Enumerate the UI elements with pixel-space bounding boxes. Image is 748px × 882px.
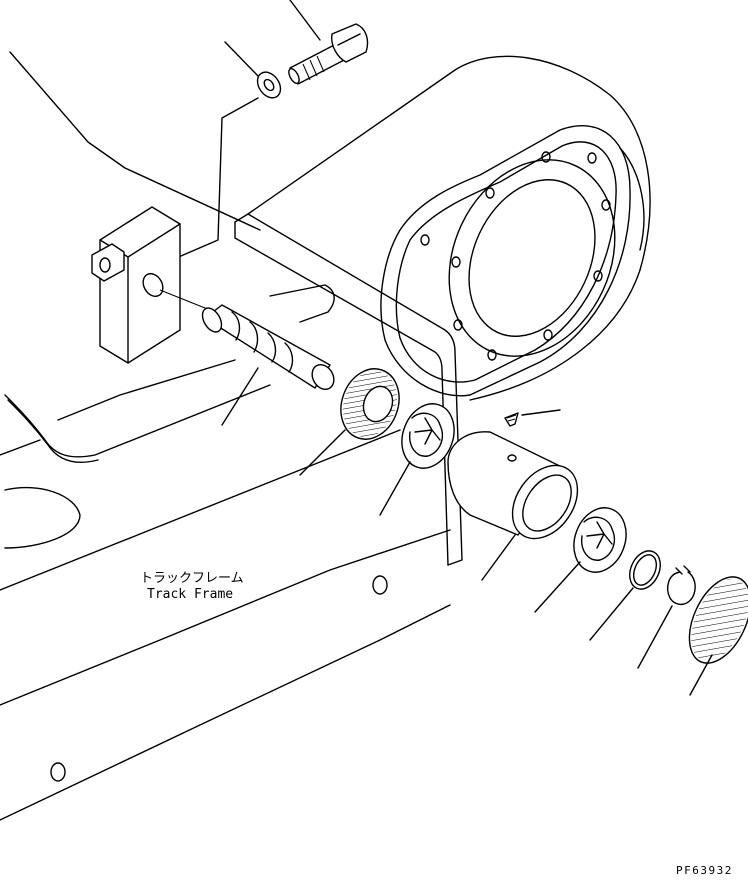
washer-leader <box>224 41 259 77</box>
bolt-head <box>331 23 369 63</box>
track-frame-label-en: Track Frame <box>147 587 233 602</box>
flange-bolt-hole <box>587 152 597 164</box>
flange-bolt-hole <box>543 329 553 341</box>
snap-ring-ears <box>675 565 691 575</box>
pin-groove-2 <box>249 321 259 353</box>
bolt-tip <box>288 67 300 85</box>
idler-housing <box>247 55 651 401</box>
flange-bolt-hole <box>451 256 461 268</box>
flange-bolt-hole <box>453 319 463 331</box>
grease-fitting-leader <box>521 409 561 416</box>
frame-top-edge <box>9 51 261 231</box>
bolt-leader <box>289 0 321 41</box>
snap-ring-leader <box>637 605 673 669</box>
bushing-right-web <box>586 521 613 549</box>
ring-inner <box>632 554 658 586</box>
bushing-right-leader <box>534 561 581 613</box>
frame-mid-edge <box>57 359 236 421</box>
pin-part <box>159 289 335 426</box>
flange-bolt-hole <box>593 270 603 282</box>
snap-ring-part <box>637 565 696 669</box>
ring-part <box>589 550 661 641</box>
flange-bore <box>468 179 596 337</box>
grease-fitting-threads <box>506 414 517 422</box>
grease-fitting-part <box>504 409 561 427</box>
flange-inner <box>395 141 617 383</box>
frame-hole-1 <box>372 575 388 595</box>
bushing-left-web <box>414 417 441 445</box>
track-frame-label-jp: トラックフレーム <box>140 571 244 586</box>
pin-tip <box>311 363 335 391</box>
ring-leader <box>589 587 634 641</box>
washer-hole <box>263 78 275 92</box>
flange-outline <box>380 125 631 397</box>
bolt-head-edge <box>337 33 361 46</box>
flange-bolt-hole <box>601 199 611 211</box>
seal-left-part <box>299 368 400 476</box>
frame-lower-edge-1 <box>0 429 401 591</box>
flange-bore-outer <box>448 159 616 357</box>
pin-groove-4 <box>284 342 294 373</box>
seal-left-bore <box>362 385 394 423</box>
figure-code: PF63932 <box>676 864 733 877</box>
housing-top <box>247 55 651 271</box>
washer-part <box>159 41 282 266</box>
bolt-threads <box>302 55 325 81</box>
cover-hatch <box>691 578 748 662</box>
frame-notch <box>269 284 335 323</box>
plate-inner <box>234 221 449 566</box>
snap-ring <box>667 571 696 605</box>
pin-groove-3 <box>267 332 277 363</box>
sleeve-end <box>511 464 579 540</box>
bushing-left-part <box>379 403 455 516</box>
bracket-hole <box>142 272 164 298</box>
cover-leader <box>689 654 713 696</box>
frame-wire <box>4 384 271 458</box>
ring <box>629 550 661 590</box>
frame-bottom-edge <box>0 604 451 821</box>
bracket-nut <box>91 243 125 282</box>
washer <box>256 71 282 99</box>
bushing-left-leader <box>379 461 411 516</box>
track-frame <box>0 51 451 821</box>
housing-rim <box>619 147 645 251</box>
bracket-block <box>99 206 181 364</box>
flange-bolt-hole <box>485 187 495 199</box>
washer-connector <box>159 97 259 266</box>
bushing-left-inner <box>409 412 444 457</box>
flange-bolt-hole <box>487 349 497 361</box>
bushing-right-part <box>534 507 627 613</box>
frame-hole-left <box>4 486 81 549</box>
cover-part <box>688 576 748 696</box>
flange-bolt-hole <box>541 151 551 163</box>
pin-body <box>204 304 331 389</box>
plate-outline <box>234 213 463 566</box>
bracket-part <box>91 206 181 364</box>
pin-groove-1 <box>231 311 241 341</box>
sleeve-grease-hole <box>507 454 517 462</box>
seal-left-leader <box>299 429 346 476</box>
pin-end <box>201 307 223 333</box>
frame-edge-left <box>0 439 41 456</box>
frame-wire-2 <box>7 399 99 463</box>
sleeve-leader <box>481 534 516 581</box>
frame-hole-2 <box>50 762 66 782</box>
sleeve-bore <box>522 474 572 532</box>
bushing-right-inner <box>581 516 616 561</box>
sleeve-part <box>447 431 579 581</box>
bolt-part <box>288 0 369 85</box>
frame-lower-edge-2 <box>0 529 451 706</box>
mounting-plate <box>234 213 463 566</box>
pin-leader <box>221 367 259 426</box>
flange-bolt-hole <box>420 234 430 246</box>
bracket-nut-hole <box>99 257 111 273</box>
housing-bottom <box>469 269 641 401</box>
